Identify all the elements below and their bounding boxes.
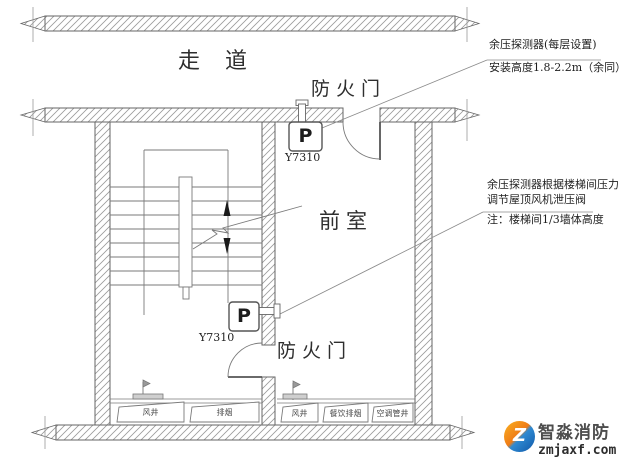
control-note-line3: 注：楼梯间1/3墙体高度 (487, 213, 604, 226)
detector-note-line1: 余压探测器(每层设置) (489, 38, 597, 51)
shaft-box-canyin-paiyan (322, 402, 369, 423)
watermark-text: 智淼消防 zmjaxf.com (538, 418, 616, 458)
bottom-detector-model: Y7310 (199, 331, 235, 344)
shaft-label-paiyan: 排烟 (216, 408, 233, 417)
bottom-detector-symbol (228, 301, 281, 332)
shaft-box-fengjing-stair (116, 401, 185, 423)
damper-symbol-front-room (282, 380, 308, 400)
watermark: Z 智淼消防 zmjaxf.com (504, 418, 616, 458)
front-room-right-wall (414, 121, 433, 426)
fire-door-top-label: 防火门 (311, 78, 387, 100)
top-detector-model: Y7310 (285, 151, 321, 164)
top-detector-letter: P (298, 125, 313, 147)
control-note-line2: 调节屋顶风机泄压阀 (487, 193, 586, 206)
watermark-domain: zmjaxf.com (538, 443, 617, 458)
shaft-boxes (110, 398, 415, 423)
partition-wall (261, 121, 276, 426)
corridor-label: 走 道 (178, 49, 256, 74)
corridor-top-wall (19, 7, 481, 42)
stair-down-arrow (223, 238, 231, 254)
top-detector-symbol (288, 99, 323, 152)
leader-line-detector-note (321, 59, 601, 129)
shaft-label-fengjing-stair: 风井 (142, 408, 159, 417)
leader-line-control-note (275, 211, 593, 317)
staircase (110, 149, 262, 315)
control-note-line1: 余压探测器根据楼梯间压力 (487, 178, 619, 191)
stairwell-left-wall (94, 121, 111, 426)
floor-slab (30, 416, 476, 449)
detector-note-line2: 安装高度1.8-2.2m（余同） (489, 61, 627, 74)
corridor-bottom-wall (19, 99, 481, 141)
shaft-label-canyin-paiyan: 餐饮排烟 (329, 409, 362, 418)
fire-door-bottom-label: 防火门 (277, 340, 353, 362)
stair-direction-line (192, 200, 303, 254)
top-fire-door-swing (342, 121, 381, 160)
shaft-box-kongtiao-guanjing (371, 402, 414, 423)
shaft-label-fengjing-front: 风井 (291, 409, 308, 418)
bottom-detector-letter: P (237, 305, 251, 327)
shaft-box-paiyan (189, 401, 260, 423)
bottom-fire-door-swing (227, 342, 263, 378)
stair-up-arrow (223, 200, 231, 216)
watermark-brand: 智淼消防 (538, 423, 610, 443)
front-room-label: 前室 (319, 209, 373, 233)
damper-symbol-stairwell (132, 379, 164, 400)
watermark-logo-icon: Z (504, 421, 535, 452)
shaft-label-kongtiao-guanjing: 空调管井 (376, 409, 409, 418)
shaft-box-fengjing-front (280, 402, 319, 423)
